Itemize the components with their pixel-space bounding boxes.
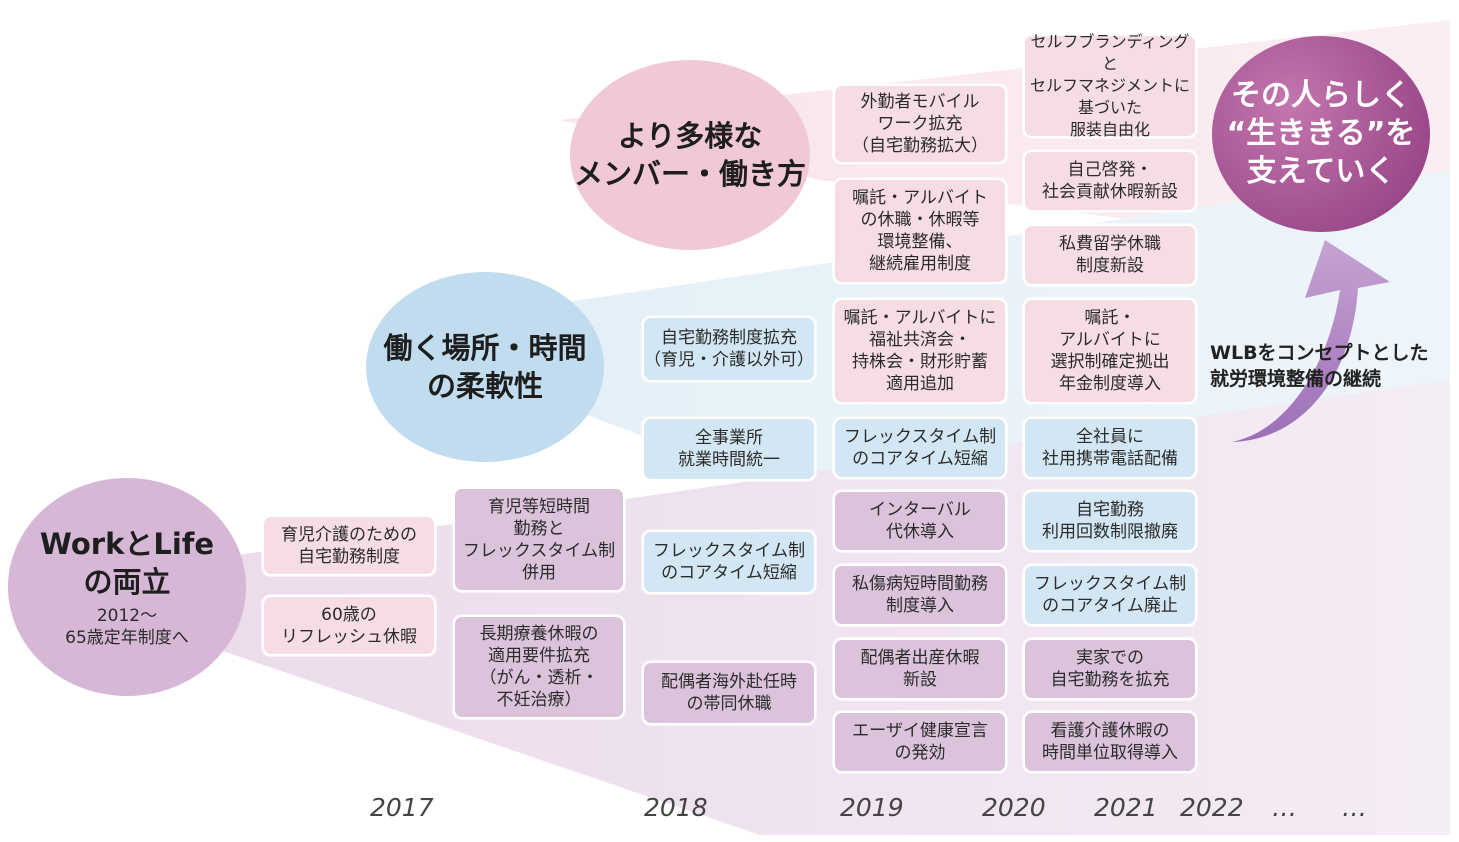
wlb-label: WLBをコンセプトとした 就労環境整備の継続 bbox=[1210, 342, 1429, 390]
year-2022: 2022 bbox=[1180, 793, 1244, 822]
box-2020-8: 実家での 自宅勤務を拡充 bbox=[1023, 638, 1197, 700]
diverse-title: より多様な メンバー・働き方 bbox=[573, 119, 806, 191]
box-2020-5: 全社員に 社用携帯電話配備 bbox=[1023, 417, 1197, 479]
year-2017: 2017 bbox=[370, 793, 434, 822]
work-life-circle: WorkとLife の両立 2012～ 65歳定年制度へ bbox=[8, 478, 246, 696]
goal-circle: その人らしく “生ききる”を 支えていく bbox=[1212, 36, 1430, 232]
growth-arrow bbox=[1232, 240, 1390, 442]
box-2018-4: 配偶者海外赴任時 の帯同休職 bbox=[642, 661, 816, 725]
box-2018-2: 全事業所 就業時間統一 bbox=[642, 417, 816, 481]
box-2019-4: フレックスタイム制 のコアタイム短縮 bbox=[833, 417, 1007, 479]
year-2018: 2018 bbox=[644, 793, 708, 822]
box-2020-7: フレックスタイム制 のコアタイム廃止 bbox=[1023, 564, 1197, 626]
box-2019-1: 外勤者モバイル ワーク拡充 （自宅勤務拡大） bbox=[833, 84, 1007, 164]
box-2017a-1: 育児介護のための 自宅勤務制度 bbox=[262, 515, 436, 576]
box-2020-2: 自己啓発・ 社会貢献休暇新設 bbox=[1023, 150, 1197, 212]
work-life-title: WorkとLife の両立 bbox=[39, 527, 215, 599]
box-2020-1: セルフブランディングと セルフマネジメントに 基づいた 服装自由化 bbox=[1023, 32, 1197, 139]
box-2020-3: 私費留学休職 制度新設 bbox=[1023, 224, 1197, 286]
box-2020-4: 嘱託・ アルバイトに 選択制確定拠出 年金制度導入 bbox=[1023, 298, 1197, 404]
flexible-circle: 働く場所・時間 の柔軟性 bbox=[366, 272, 604, 462]
box-2017a-2: 60歳の リフレッシュ休暇 bbox=[262, 595, 436, 656]
year-2019: 2019 bbox=[840, 793, 904, 822]
box-2019-7: 配偶者出産休暇 新設 bbox=[833, 638, 1007, 700]
year-2020: 2020 bbox=[982, 793, 1046, 822]
box-2017b-2: 長期療養休暇の 適用要件拡充 （がん・透析・ 不妊治療） bbox=[453, 615, 625, 719]
year-2021: 2021 bbox=[1094, 793, 1158, 822]
ellipsis-1: … bbox=[1272, 793, 1297, 822]
box-2018-1: 自宅勤務制度拡充 （育児・介護以外可） bbox=[642, 316, 816, 382]
ellipsis-2: … bbox=[1342, 793, 1367, 822]
box-2017b-1: 育児等短時間 勤務と フレックスタイム制 併用 bbox=[453, 487, 625, 592]
box-2019-2: 嘱託・アルバイト の休職・休暇等 環境整備、 継続雇用制度 bbox=[833, 178, 1007, 284]
box-2019-3: 嘱託・アルバイトに 福祉共済会・ 持株会・財形貯蓄 適用追加 bbox=[833, 298, 1007, 404]
box-2019-8: エーザイ健康宣言 の発効 bbox=[833, 711, 1007, 773]
box-2019-6: 私傷病短時間勤務 制度導入 bbox=[833, 564, 1007, 626]
box-2019-5: インターバル 代休導入 bbox=[833, 490, 1007, 552]
work-life-sub: 2012～ 65歳定年制度へ bbox=[65, 606, 189, 648]
goal-title: その人らしく “生ききる”を 支えていく bbox=[1226, 78, 1416, 189]
flexible-title: 働く場所・時間 の柔軟性 bbox=[383, 331, 587, 403]
box-2020-6: 自宅勤務 利用回数制限撤廃 bbox=[1023, 490, 1197, 552]
box-2018-3: フレックスタイム制 のコアタイム短縮 bbox=[642, 530, 816, 594]
box-2020-9: 看護介護休暇の 時間単位取得導入 bbox=[1023, 711, 1197, 773]
diverse-circle: より多様な メンバー・働き方 bbox=[570, 60, 810, 250]
